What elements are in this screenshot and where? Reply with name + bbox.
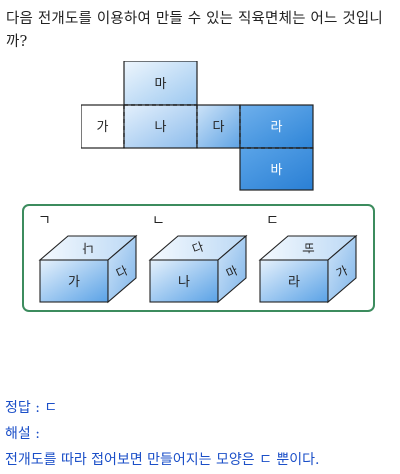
cube-front-label: 라 bbox=[288, 275, 300, 290]
cube-top-label: 나 bbox=[82, 241, 93, 255]
cube-front-label: 가 bbox=[68, 275, 80, 290]
net-label-da: 다 bbox=[213, 120, 225, 135]
cube-top-label: 바 bbox=[301, 242, 315, 253]
cube-side-label: 가 bbox=[334, 263, 350, 280]
net-face-ga bbox=[81, 104, 125, 149]
net-face-da bbox=[196, 104, 241, 149]
net-label-ma: 마 bbox=[155, 77, 167, 92]
cube-front-face bbox=[39, 259, 109, 303]
option-cube-3: 라 가 바 bbox=[258, 234, 358, 304]
net-label-na: 나 bbox=[155, 120, 167, 135]
cube-side-face bbox=[107, 234, 137, 304]
option-label-1: ㄱ bbox=[38, 213, 51, 229]
cube-front-face bbox=[259, 259, 329, 303]
answer-line: 정답 : ㄷ bbox=[5, 397, 57, 417]
net-label-ga: 가 bbox=[97, 120, 109, 135]
answer-prefix: 정답 : bbox=[5, 400, 45, 416]
net-face-ra bbox=[239, 104, 314, 149]
option-label-3: ㄷ bbox=[266, 213, 279, 229]
net-face-ma bbox=[123, 61, 198, 106]
explanation-text: 전개도를 따라 접어보면 만들어지는 모양은 ㄷ 뿐이다. bbox=[5, 452, 320, 468]
net-label-ba: 바 bbox=[271, 163, 283, 178]
cube-side-label: 다 bbox=[114, 263, 130, 280]
fold-lines bbox=[123, 104, 313, 149]
explanation-heading: 해설 : bbox=[5, 426, 40, 442]
cuboid-net: 마 가 나 다 라 바 bbox=[81, 61, 314, 191]
option-label-2: ㄴ bbox=[152, 213, 165, 229]
cube-top-label: 다 bbox=[190, 240, 205, 257]
cube-side-label: 마 bbox=[224, 263, 240, 280]
net-label-ra: 라 bbox=[271, 120, 283, 135]
option-cube-2: 나 마 다 bbox=[148, 234, 248, 304]
options-box bbox=[22, 204, 375, 312]
cube-side-face bbox=[327, 234, 357, 304]
answer-value: ㄷ bbox=[44, 400, 58, 416]
cube-side-face bbox=[217, 234, 247, 304]
question-text: 다음 전개도를 이용하여 만들 수 있는 직육면체는 어느 것입니까? bbox=[6, 11, 383, 50]
option-cube-1: 가 다 나 bbox=[38, 234, 138, 304]
cuboid-options: 가 다 나 나 마 다 라 가 바 bbox=[38, 234, 358, 304]
cube-front-label: 나 bbox=[178, 275, 190, 290]
